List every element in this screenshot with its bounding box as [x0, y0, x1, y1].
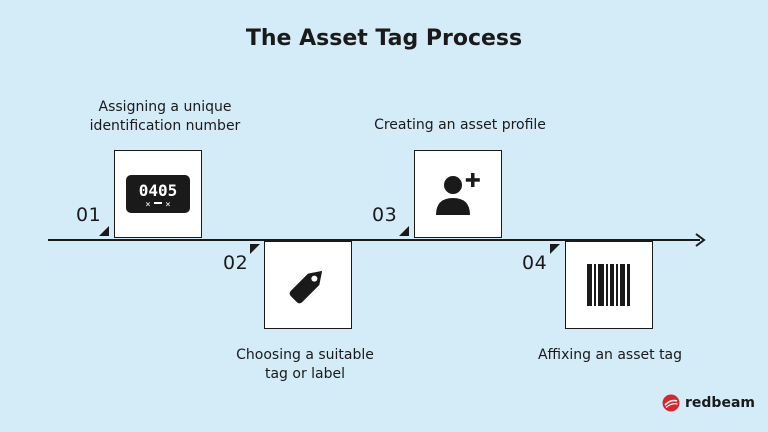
caption-line: tag or label [264, 366, 346, 382]
corner-marker [99, 226, 109, 236]
caption-line: Creating an asset profile [374, 117, 546, 133]
corner-marker [250, 244, 260, 254]
page-title: The Asset Tag Process [245, 26, 523, 51]
step-number: 01 [76, 204, 102, 226]
step-box: 0405 × × [114, 150, 202, 238]
svg-text:×: × [165, 200, 170, 210]
step-number: 03 [372, 204, 398, 226]
tag-icon [289, 270, 323, 304]
step-box [264, 241, 352, 329]
timeline-line [48, 239, 700, 241]
corner-marker [550, 244, 560, 254]
caption-line: Assigning a unique [98, 99, 232, 115]
brand-name: redbeam [685, 395, 755, 411]
redbeam-logo-icon [662, 394, 680, 412]
step-caption: Assigning a unique identification number [60, 98, 270, 136]
step-caption: Choosing a suitable tag or label [200, 346, 410, 384]
id-number-icon: 0405 × × [126, 175, 190, 213]
step-box [414, 150, 502, 238]
add-user-icon [436, 173, 480, 215]
svg-text:×: × [145, 200, 150, 210]
barcode-icon [587, 264, 630, 306]
caption-line: Affixing an asset tag [537, 347, 683, 363]
step-box [565, 241, 653, 329]
arrow-right-icon [695, 233, 706, 247]
svg-text:0405: 0405 [139, 181, 178, 200]
step-number: 04 [522, 252, 548, 274]
corner-marker [399, 226, 409, 236]
brand-logo: redbeam [662, 394, 755, 412]
step-caption: Creating an asset profile [355, 116, 565, 135]
caption-line: Choosing a suitable [236, 347, 374, 363]
step-caption: Affixing an asset tag [505, 346, 715, 365]
step-number: 02 [223, 252, 249, 274]
caption-line: identification number [89, 118, 241, 134]
